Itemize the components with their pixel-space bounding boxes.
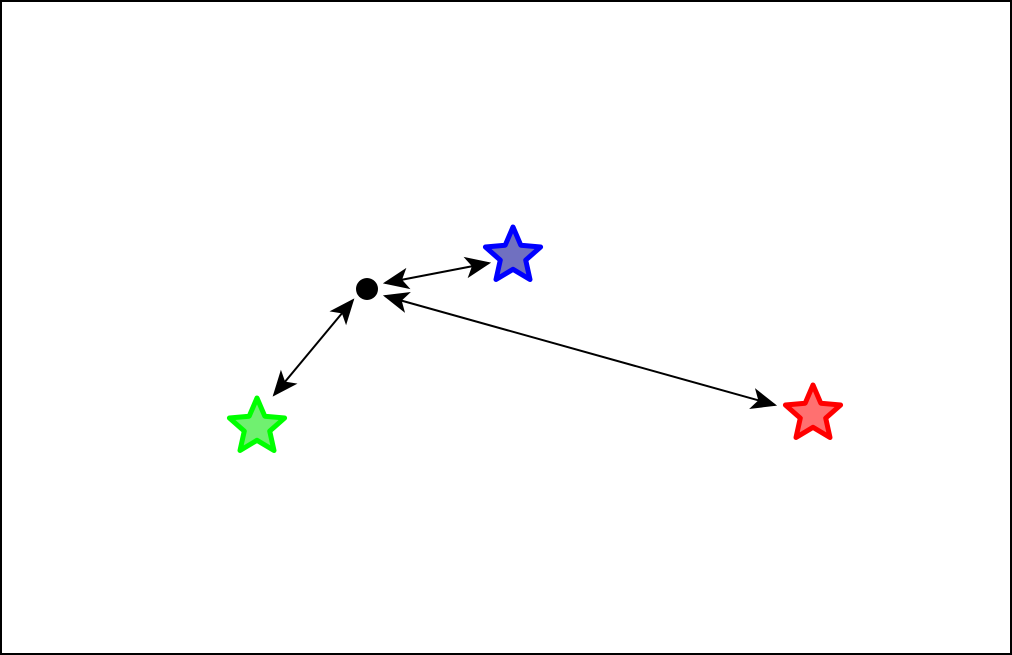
star-icon-blue [482, 224, 544, 282]
star-icon-green [226, 395, 288, 453]
connector-hub-red [382, 291, 778, 410]
connector-hub-blue [382, 256, 492, 290]
hub-node [356, 278, 378, 300]
star-icon-red [782, 382, 844, 440]
connector-hub-green [272, 298, 355, 397]
